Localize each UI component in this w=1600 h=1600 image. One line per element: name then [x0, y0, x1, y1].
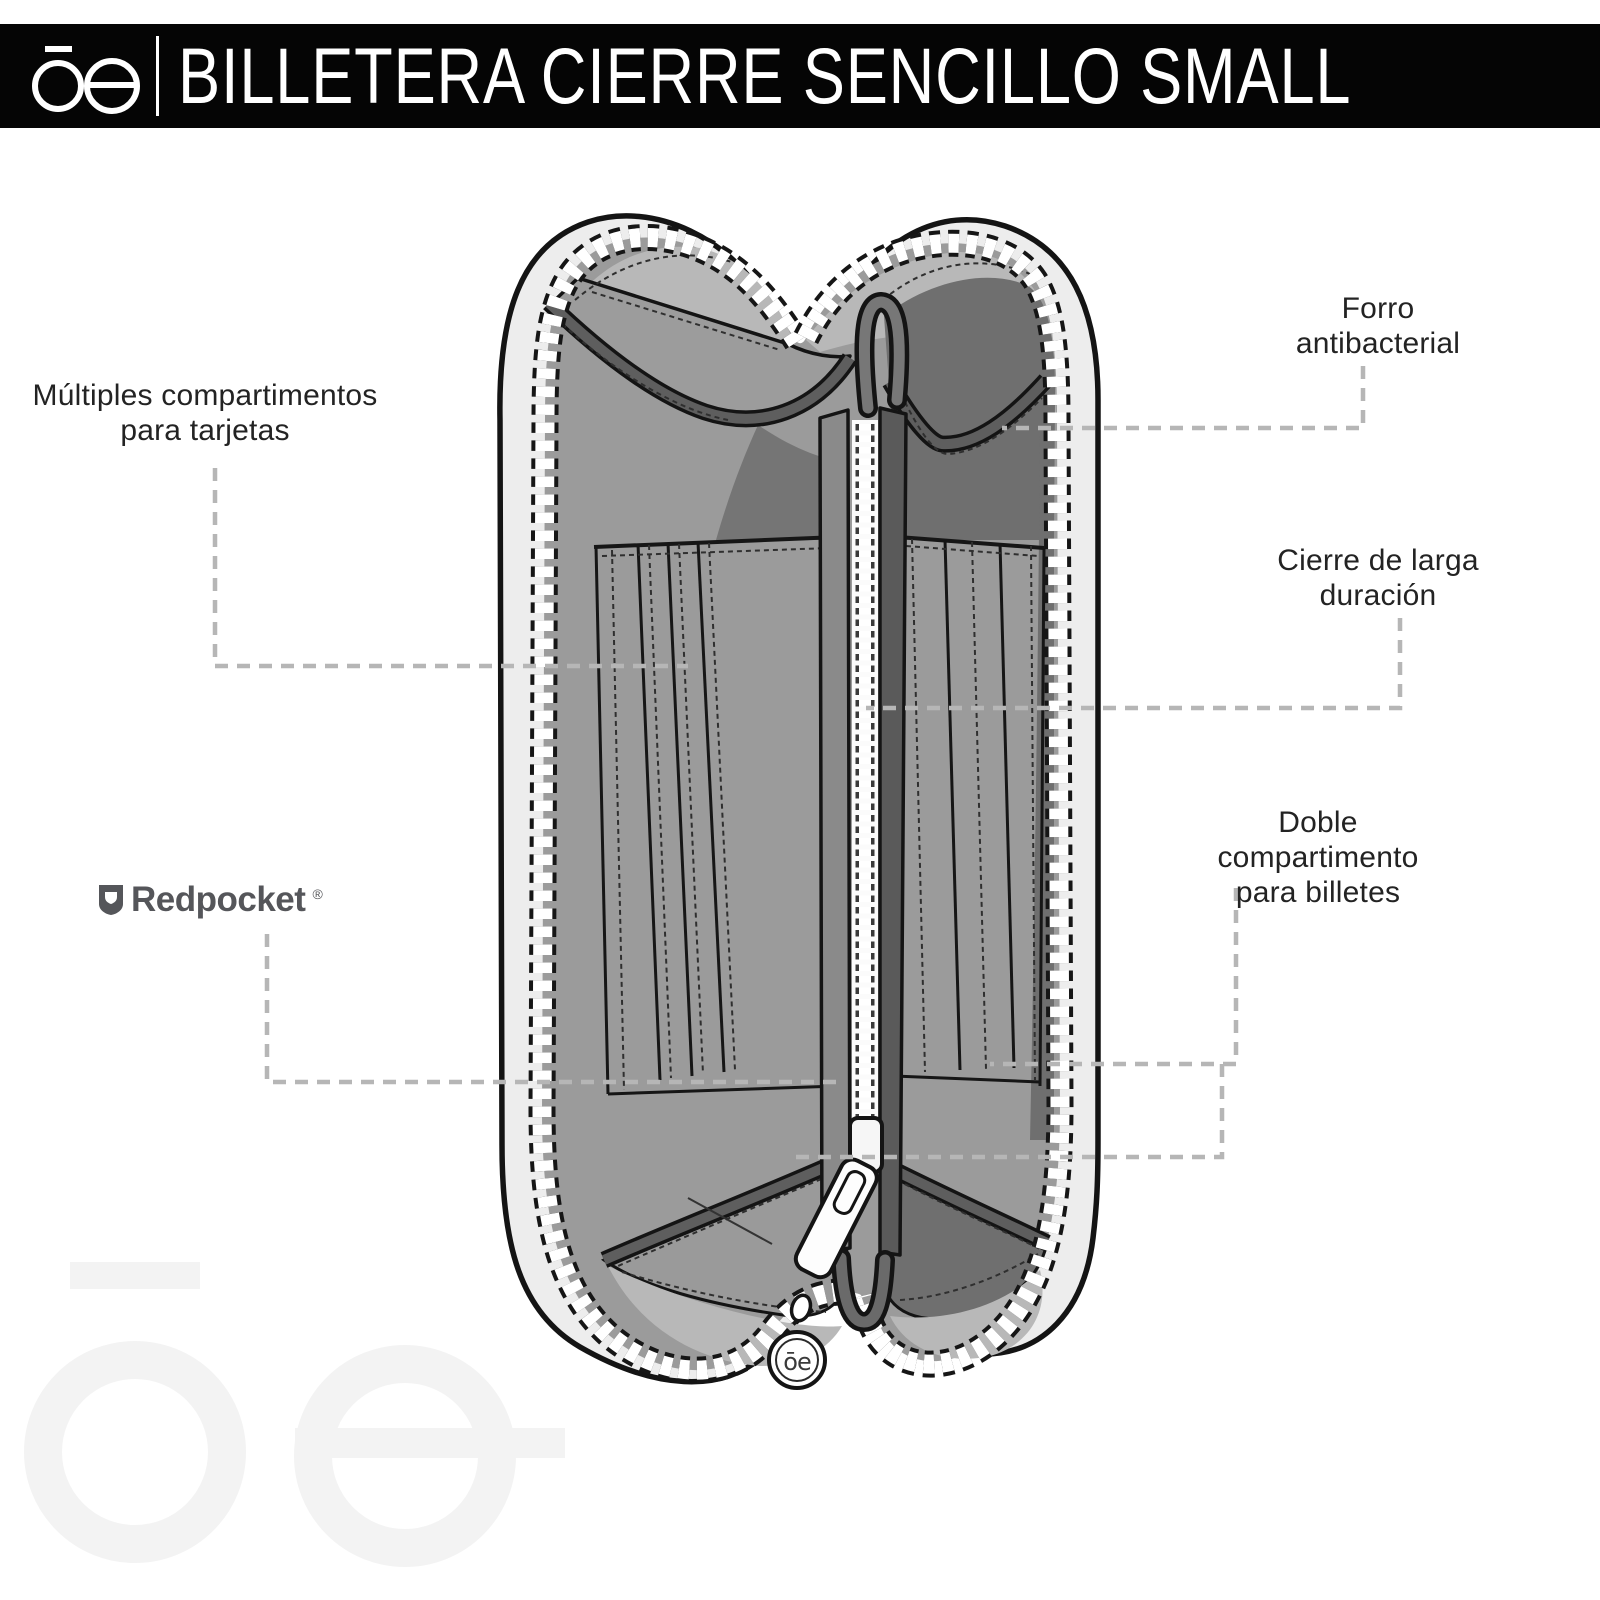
- label-double-bill-compartment: Doble compartimento para billetes: [1217, 806, 1419, 910]
- zipper-charm-text: ōe: [783, 1348, 811, 1376]
- label-card-compartments: Múltiples compartimentos para tarjetas: [32, 379, 378, 448]
- dark-gusset-left: [716, 425, 846, 540]
- leader-lines: [212, 366, 1403, 1160]
- redpocket-wordmark: Redpocket: [131, 880, 306, 919]
- charm-link: [789, 1293, 813, 1323]
- zipper-charm-inner-ring: [775, 1338, 819, 1382]
- header-divider: [156, 36, 159, 116]
- center-zipper-top-loop-face: [858, 296, 905, 414]
- center-zipper-strap-left: [818, 408, 852, 1254]
- header-bar: BILLETERA CIERRE SENCILLO SMALL: [0, 24, 1600, 128]
- redpocket-shield-icon: [99, 885, 123, 915]
- redpocket-brand: Redpocket ®: [98, 880, 323, 920]
- center-zipper-strap-right: [878, 406, 908, 1257]
- flap-binding-right-face: [885, 376, 1050, 450]
- page-title: BILLETERA CIERRE SENCILLO SMALL: [178, 31, 1352, 120]
- zipper-teeth-right-arc: [793, 229, 1074, 1378]
- leader-redpocket: [264, 934, 840, 1085]
- pocket-binding-bottom-right-face: [883, 1161, 1050, 1248]
- leader-doble-lower: [794, 1064, 1225, 1160]
- oe-logo-icon: [32, 36, 159, 116]
- dark-panel-top-right: [884, 277, 1056, 540]
- label-antibacterial-lining: Forro antibacterial: [1295, 292, 1461, 361]
- flap-binding-left-face: [545, 299, 855, 424]
- brand-watermark-icon: [24, 1262, 565, 1567]
- center-zipper: ōe: [767, 291, 910, 1390]
- label-durable-zipper: Cierre de larga duración: [1277, 544, 1479, 613]
- wallet-illustration: ōe: [497, 213, 1101, 1390]
- leader-doble-upper: [990, 888, 1239, 1067]
- zipper-charm: [767, 1330, 827, 1390]
- card-slots-right-stitching: [905, 538, 1039, 1081]
- pocket-binding-bottom-left-face: [602, 1153, 849, 1265]
- registered-mark: ®: [312, 886, 323, 902]
- card-slots-left: [593, 535, 839, 1096]
- leader-cierre: [866, 618, 1403, 711]
- pocket-fold-line-left: [687, 1197, 773, 1245]
- lining-bottom-right: [890, 1270, 1043, 1359]
- card-slots-left-stitching: [601, 542, 831, 1091]
- zipper-teeth-left-arc: [528, 224, 840, 1384]
- zipper-pull: [793, 1157, 879, 1280]
- center-zipper-bottom-loop-face: [835, 1252, 891, 1328]
- leader-multiples: [212, 468, 688, 669]
